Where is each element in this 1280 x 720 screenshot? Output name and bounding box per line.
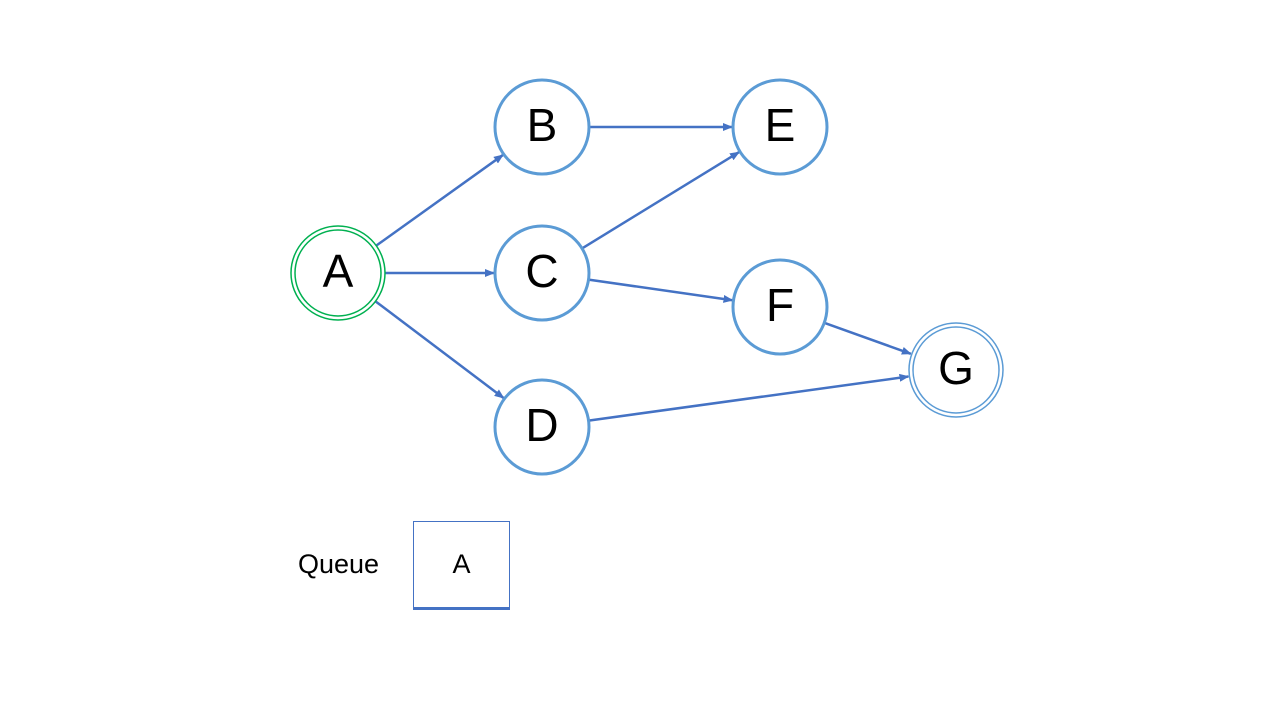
node-c: C: [493, 224, 591, 322]
edge-a-b: [375, 153, 504, 247]
node-f: F: [731, 258, 829, 356]
node-inner-ring: [294, 229, 382, 317]
node-e: E: [731, 78, 829, 176]
node-label: G: [938, 342, 974, 394]
queue-item: A: [452, 549, 471, 579]
node-b: B: [493, 78, 591, 176]
node-d: D: [493, 378, 591, 476]
edge-a-d: [374, 300, 505, 400]
node-circle: [493, 378, 591, 476]
node-circle: [290, 225, 386, 321]
node-inner-ring: [912, 326, 1000, 414]
node-g: G: [908, 322, 1004, 418]
queue-box: A: [413, 521, 510, 610]
edges: [374, 123, 912, 422]
edge-c-e: [581, 151, 740, 250]
node-circle: [731, 258, 829, 356]
node-circle: [493, 78, 591, 176]
node-label: D: [525, 399, 558, 451]
node-circle: [731, 78, 829, 176]
edge-d-g: [588, 373, 910, 422]
node-circle: [908, 322, 1004, 418]
edge-f-g: [823, 321, 912, 356]
node-label: C: [525, 245, 558, 297]
queue-label: Queue: [298, 549, 380, 579]
node-label: E: [765, 99, 796, 151]
node-a: A: [290, 225, 386, 321]
node-label: F: [766, 279, 794, 331]
edge-c-f: [588, 278, 734, 303]
node-label: B: [527, 99, 558, 151]
nodes: A B C D E F G: [290, 78, 1004, 476]
node-label: A: [323, 245, 354, 297]
node-circle: [493, 224, 591, 322]
